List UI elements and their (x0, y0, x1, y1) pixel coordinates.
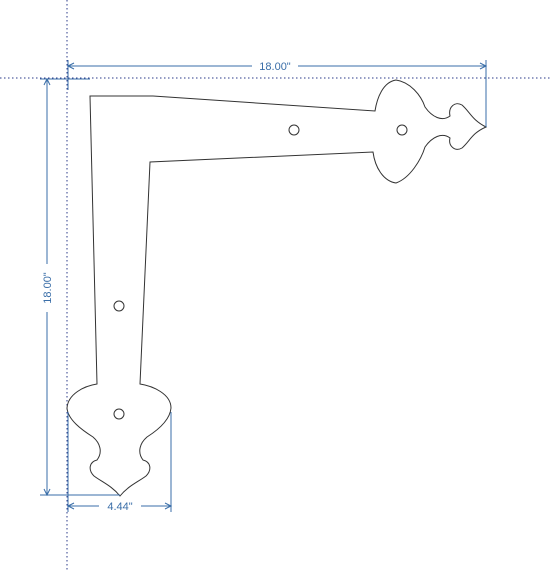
flange-dimension-label: 4.44" (107, 501, 132, 513)
width-dimension (66, 60, 488, 127)
hinge-outline (66, 79, 488, 497)
bolt-hole (396, 124, 408, 136)
bolt-hole (113, 408, 125, 420)
bolt-hole (288, 124, 300, 136)
bolt-hole (113, 300, 125, 312)
height-dimension (40, 77, 120, 497)
flange-dimension (66, 412, 173, 512)
width-dimension-label: 18.00" (259, 61, 291, 73)
height-dimension-label: 18.00" (42, 272, 54, 304)
